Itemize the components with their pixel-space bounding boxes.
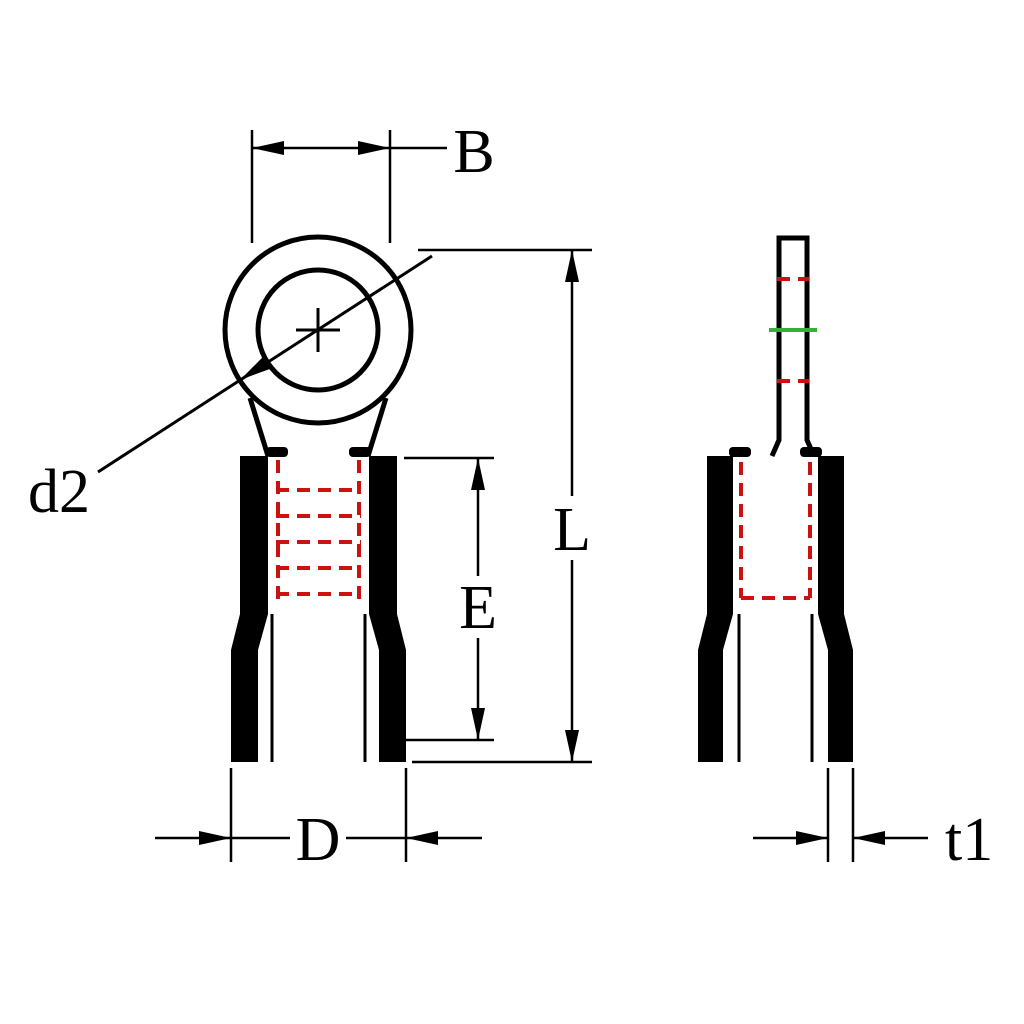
insulation-wall-right — [369, 456, 406, 762]
wire-strands-hatch — [276, 460, 361, 606]
insulation-wall-left — [698, 456, 733, 762]
dimension-label-B: B — [453, 118, 494, 186]
arrowhead-right — [358, 141, 390, 155]
dimension-label-E: E — [459, 574, 497, 642]
side-barrel — [698, 447, 853, 762]
arrowhead-right — [853, 831, 885, 845]
neck-right-edge — [365, 397, 389, 457]
dimension-L: L — [412, 248, 598, 764]
neck-left-edge — [247, 397, 271, 457]
arrowhead-bottom — [565, 730, 579, 762]
dimension-label-L: L — [553, 496, 591, 564]
side-tongue — [769, 235, 817, 458]
arrowhead-top — [471, 458, 485, 490]
dimension-d2: d2 — [28, 254, 433, 526]
label-background — [290, 804, 346, 870]
arrowhead-left — [199, 831, 231, 845]
dimension-D: D — [155, 768, 482, 874]
arrowhead-left — [252, 141, 284, 155]
arrowhead — [240, 356, 271, 380]
label-background — [546, 496, 598, 560]
dimension-label-D: D — [296, 806, 341, 874]
label-background — [452, 576, 504, 638]
arrowhead-top — [565, 250, 579, 282]
dimension-label-d2: d2 — [28, 458, 90, 526]
arrowhead-right — [406, 831, 438, 845]
dimension-B: B — [250, 118, 495, 243]
arrowhead-bottom — [471, 708, 485, 740]
dimension-t1: t1 — [753, 768, 993, 874]
crimp-bump-left — [729, 447, 751, 457]
front-view — [222, 234, 414, 762]
insulation-wall-right — [818, 456, 853, 762]
insulation-wall-left — [231, 456, 268, 762]
dimension-E: E — [404, 456, 504, 742]
hidden-bore-hatch — [739, 462, 812, 600]
arrowhead-left — [796, 831, 828, 845]
side-view — [698, 235, 853, 762]
crimp-bump-right — [349, 447, 371, 457]
crimp-bump-right — [800, 447, 822, 457]
crimp-bump-left — [266, 447, 288, 457]
front-barrel — [231, 447, 406, 762]
tongue-profile — [769, 235, 817, 458]
ring-eye — [222, 234, 414, 457]
dimension-label-t1: t1 — [945, 806, 993, 874]
